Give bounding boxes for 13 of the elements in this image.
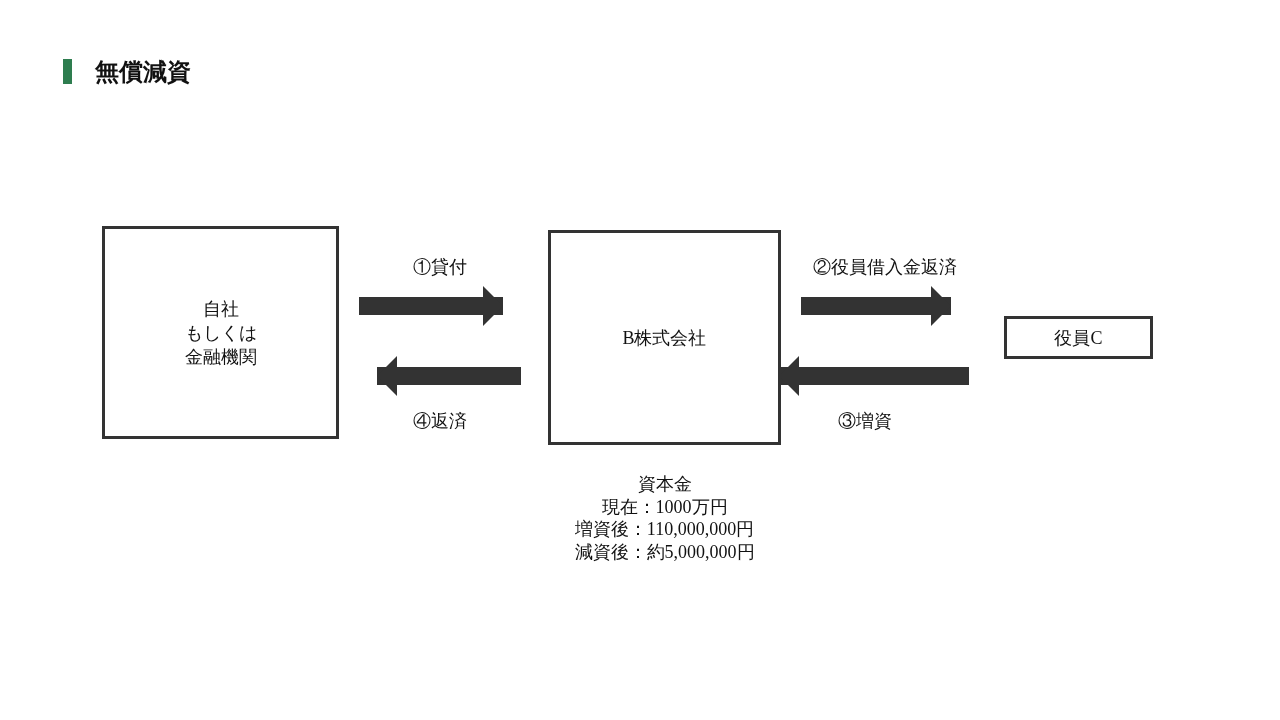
company-box: B株式会社	[548, 230, 781, 445]
edge-label: ③増資	[837, 410, 893, 433]
arrow	[801, 286, 951, 326]
title: 無償減資	[95, 58, 191, 87]
edge-label: ①貸付	[412, 256, 468, 279]
edge-label: ②役員借入金返済	[812, 256, 958, 279]
edge-label: ④返済	[412, 410, 468, 433]
party-box: 自社 もしくは 金融機関	[102, 226, 339, 439]
arrow	[377, 356, 521, 396]
arrow	[779, 356, 969, 396]
person-box: 役員C	[1004, 316, 1153, 359]
capital-note: 資本金 現在：1000万円 増資後：110,000,000円 減資後：約5,000,000円	[573, 473, 756, 563]
arrow	[359, 286, 503, 326]
